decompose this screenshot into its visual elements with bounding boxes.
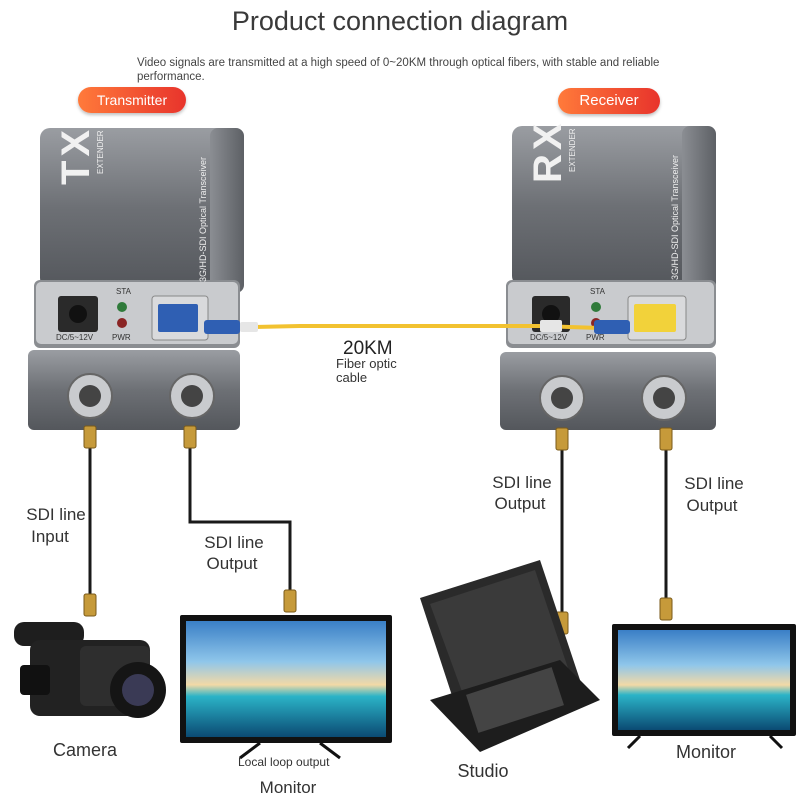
tx-module-text: TX	[54, 125, 98, 185]
tx-input-label-1: SDI line	[26, 505, 86, 524]
fiber-cable	[204, 320, 630, 334]
fiber-label-line1: Fiber optic	[336, 356, 397, 371]
studio-label: Studio	[457, 761, 509, 781]
local-loop-label: Local loop output	[238, 755, 330, 769]
receiver-badge: Receiver	[558, 88, 660, 114]
fiber-distance: 20KM	[343, 338, 393, 359]
studio-illustration	[420, 560, 600, 752]
monitor-left-label: Monitor	[259, 778, 317, 797]
tx-output-label-1: SDI line	[204, 533, 264, 552]
fiber-label-line2: cable	[336, 370, 368, 385]
rx-sta-label: STA	[590, 287, 605, 296]
rx-extender-text: EXTENDER	[568, 128, 577, 172]
rx-output-right-label-1: SDI line	[684, 474, 744, 493]
rx-side-text: 3G/HD-SDI Optical Transceiver	[670, 154, 680, 280]
rx-pwr-label: PWR	[586, 333, 605, 342]
tx-side-text: 3G/HD-SDI Optical Transceiver	[198, 156, 208, 282]
tx-sta-label: STA	[116, 287, 131, 296]
tx-pwr-label: PWR	[112, 333, 131, 342]
tx-extender-text: EXTENDER	[96, 130, 105, 174]
rx-output-right-label-2: Output	[686, 496, 738, 515]
description-text: Video signals are transmitted at a high …	[137, 57, 660, 83]
rx-module-text: RX	[526, 119, 570, 183]
rx-output-left-label-1: SDI line	[492, 473, 552, 492]
monitor-left-illustration	[180, 615, 392, 760]
monitor-right-label: Monitor	[675, 742, 737, 762]
monitor-right-illustration	[612, 624, 796, 750]
transmitter-module	[28, 128, 244, 430]
tx-output-label-2: Output	[206, 554, 258, 573]
camera-illustration	[14, 622, 166, 718]
bnc-plugs	[83, 425, 673, 635]
tx-input-label-2: Input	[31, 527, 69, 546]
rx-output-left-label-2: Output	[494, 494, 546, 513]
camera-label: Camera	[52, 740, 118, 760]
sdi-cables	[88, 430, 668, 620]
tx-dc-label: DC/5~12V	[56, 333, 94, 342]
transmitter-badge: Transmitter	[78, 87, 186, 113]
page-title: Product connection diagram	[231, 6, 569, 36]
rx-dc-label: DC/5~12V	[530, 333, 568, 342]
